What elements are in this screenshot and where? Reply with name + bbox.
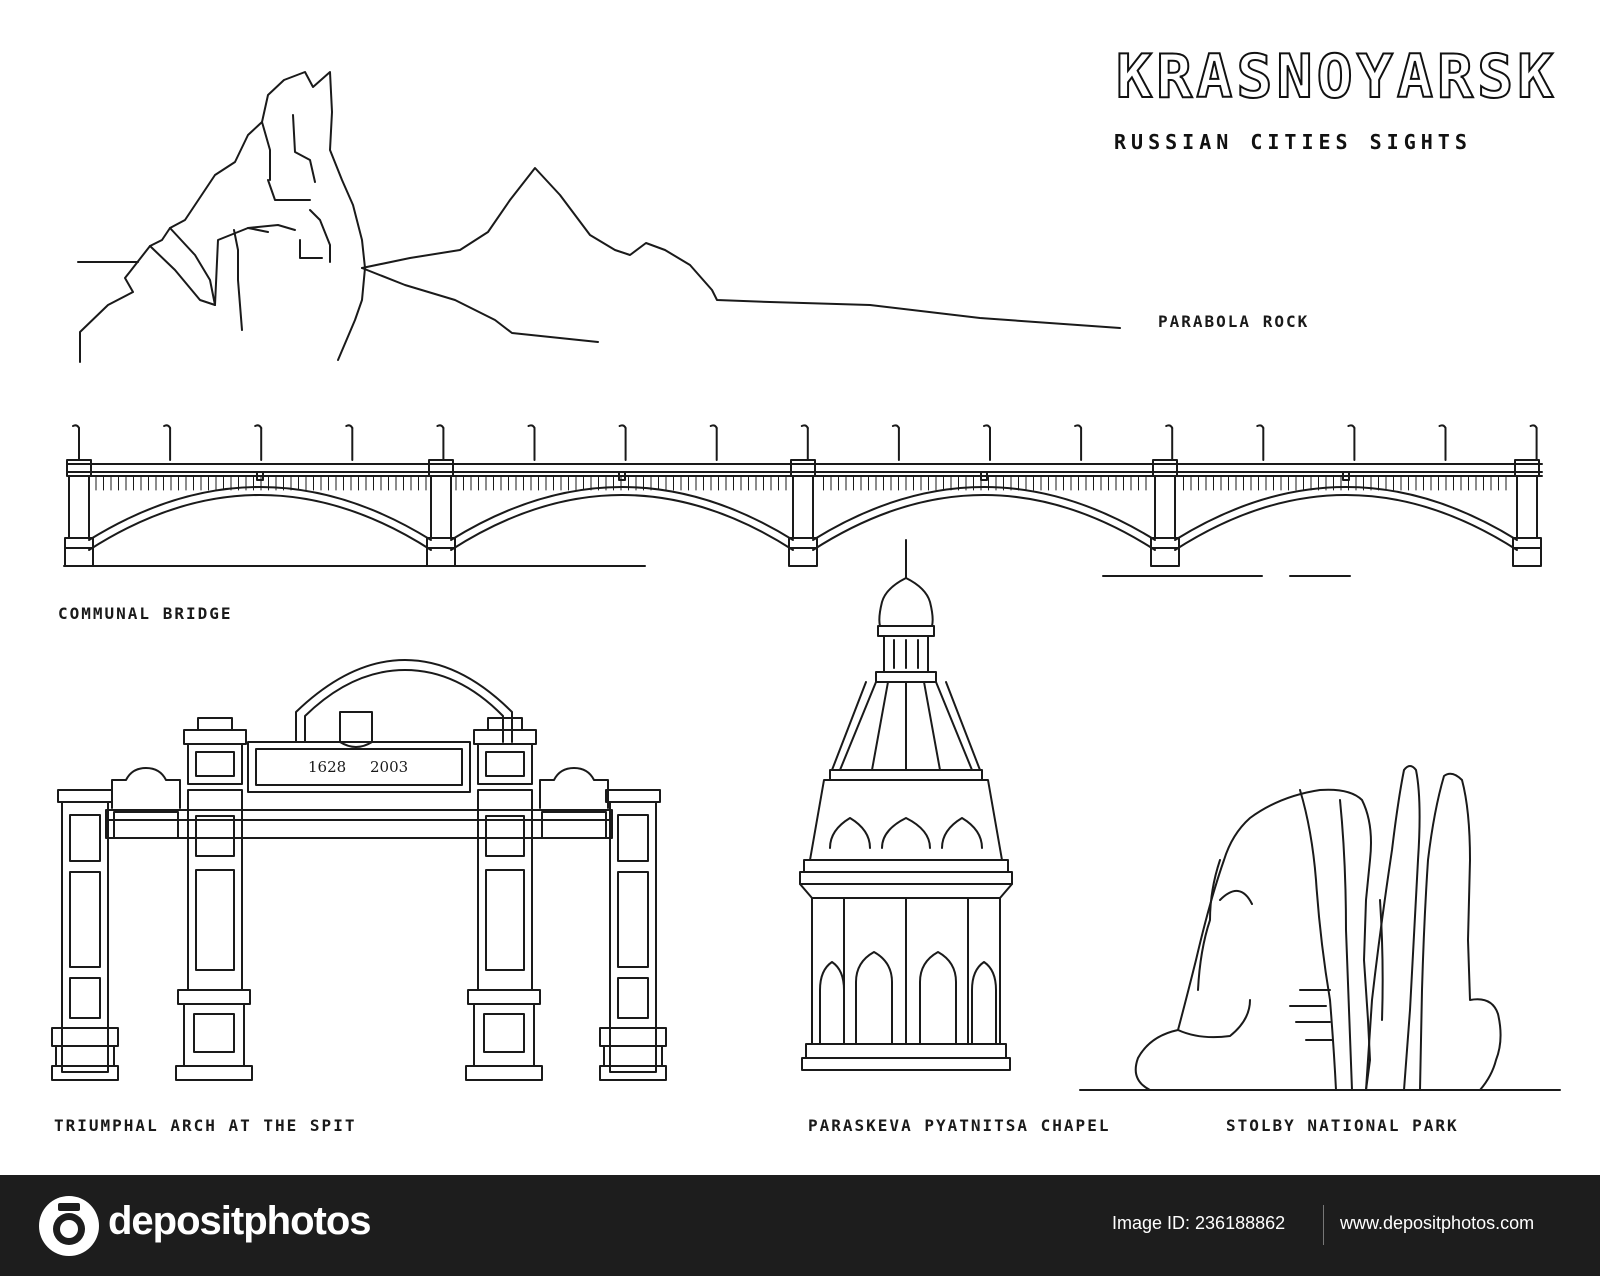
stolby-rocks-drawing [1079,765,1561,1091]
watermark-footer: depositphotos Image ID: 236188862 www.de… [0,1175,1600,1276]
camera-logo-icon [39,1196,99,1256]
arch-year-left: 1628 [308,758,347,776]
label-paraskeva-chapel: PARASKEVA PYATNITSA CHAPEL [808,1116,1111,1135]
label-triumphal-arch: TRIUMPHAL ARCH AT THE SPIT [54,1116,357,1135]
triumphal-arch-drawing [51,659,667,1081]
footer-website[interactable]: www.depositphotos.com [1340,1213,1535,1233]
line-art-illustration [51,71,1561,1091]
label-stolby-park: STOLBY NATIONAL PARK [1226,1116,1459,1135]
label-parabola-rock: PARABOLA ROCK [1158,312,1310,331]
parabola-rock-drawing [77,71,1121,363]
communal-bridge-drawing [63,424,1543,577]
label-communal-bridge: COMMUNAL BRIDGE [58,604,233,623]
footer-brand: depositphotos [108,1199,372,1243]
page-subtitle: RUSSIAN CITIES SIGHTS [1114,130,1472,154]
chapel-drawing [799,539,1013,1071]
arch-year-right: 2003 [370,758,409,776]
footer-divider [1323,1205,1324,1245]
footer-image-id: Image ID: 236188862 [1112,1213,1286,1233]
page-title: KRASNOYARSK [1115,41,1558,113]
